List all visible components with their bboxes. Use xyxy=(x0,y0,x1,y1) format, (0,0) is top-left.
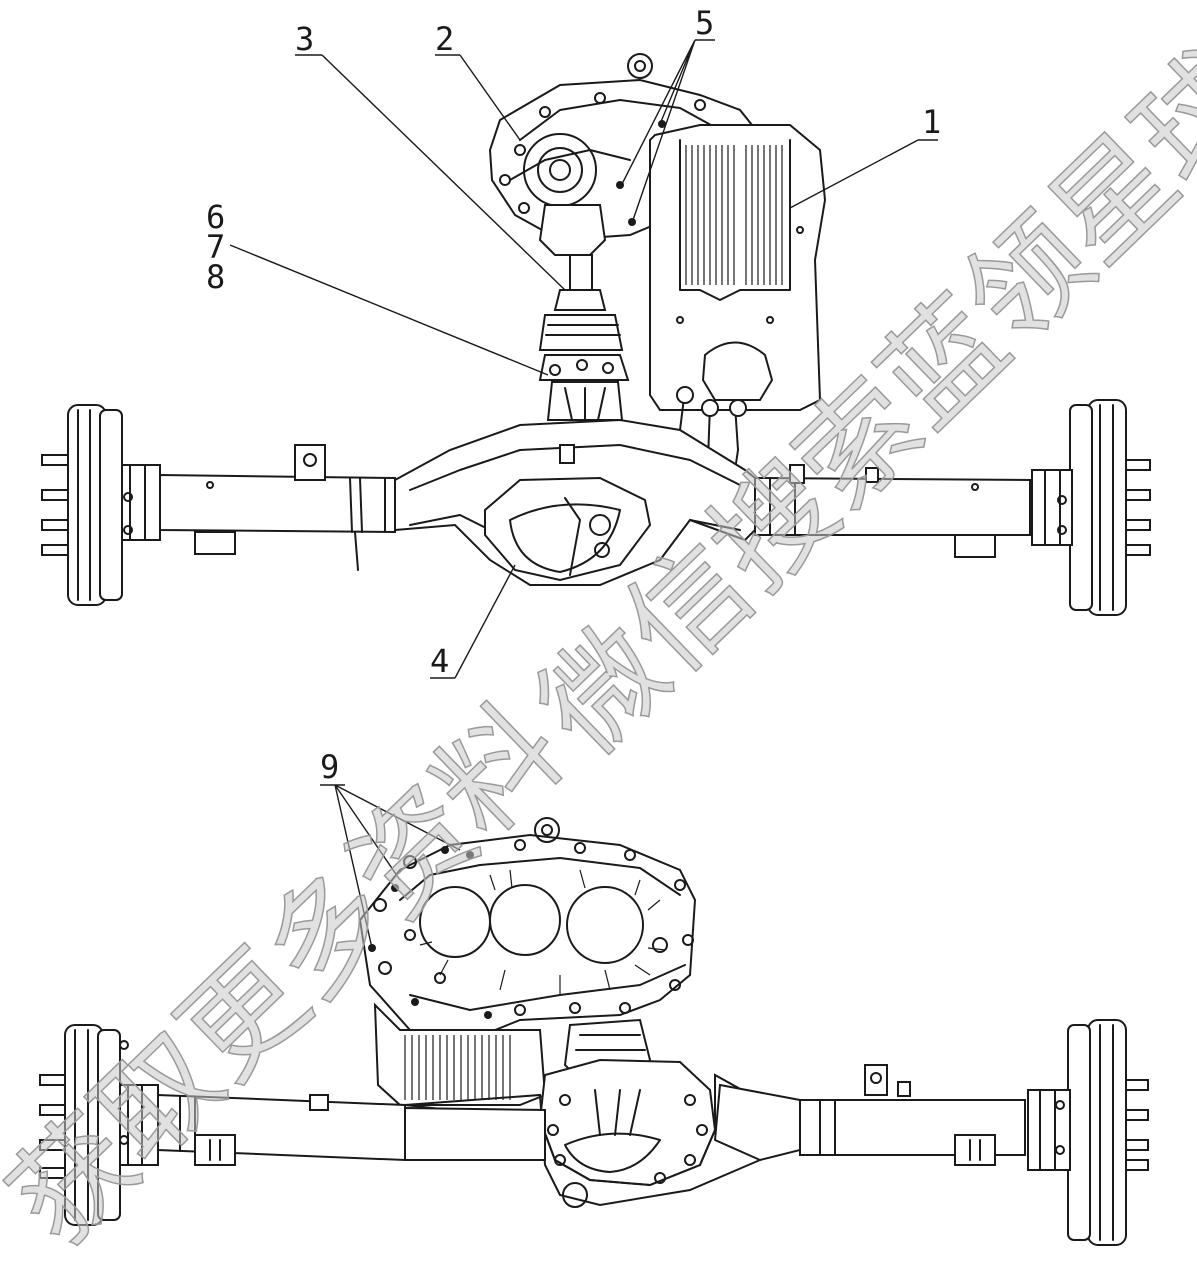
right-axle-tube-bottom xyxy=(799,1064,1026,1166)
callout-1: 1 xyxy=(922,103,941,141)
prop-shaft-top xyxy=(538,204,630,421)
callout-9: 9 xyxy=(320,748,339,786)
gearbox-bottom xyxy=(358,817,697,1042)
motor-bottom xyxy=(373,1002,547,1106)
callout-7: 7 xyxy=(206,228,225,266)
leader-lines-top xyxy=(229,39,938,679)
leader-lines-bottom xyxy=(320,784,461,949)
gearbox-bolts xyxy=(368,839,694,1019)
gearbox-ribs xyxy=(419,869,666,995)
callout-4: 4 xyxy=(430,642,449,680)
left-hub-bottom xyxy=(39,1024,159,1226)
axle-housing-top xyxy=(394,418,756,586)
bottom-view-axle xyxy=(39,784,1149,1246)
right-hub-top xyxy=(1031,399,1151,616)
motor-fins-bottom xyxy=(404,1035,511,1100)
motor-fins xyxy=(685,145,783,285)
left-axle-tube-top xyxy=(159,444,396,571)
axle-housing-bottom xyxy=(404,1073,801,1207)
callout-labels: 1 2 3 4 5 6 7 8 9 xyxy=(206,4,941,786)
motor-top xyxy=(649,124,827,471)
right-hub-bottom xyxy=(1027,1019,1149,1246)
callout-6: 6 xyxy=(206,198,225,236)
diff-bottom xyxy=(538,1018,717,1208)
top-view-axle xyxy=(41,39,1151,679)
left-hub-top xyxy=(41,404,161,606)
callout-8: 8 xyxy=(206,258,225,296)
right-axle-tube-top xyxy=(754,464,1031,558)
callout-5: 5 xyxy=(695,4,714,42)
callout-2: 2 xyxy=(435,20,454,58)
callout-3: 3 xyxy=(295,20,314,58)
